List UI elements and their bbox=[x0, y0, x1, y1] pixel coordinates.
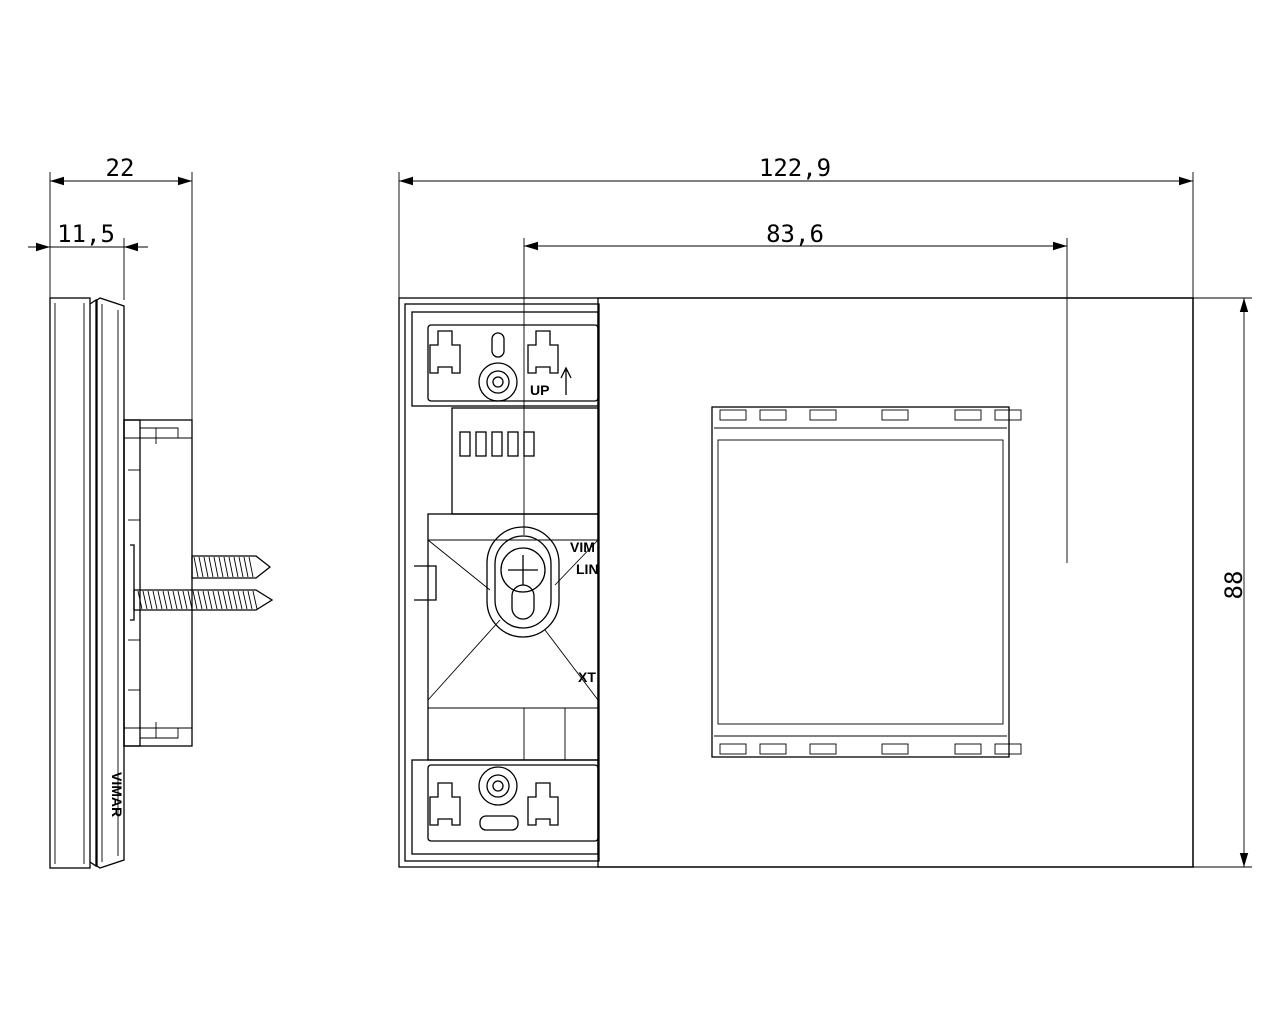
screw-head-icon bbox=[508, 555, 538, 585]
box-profile bbox=[123, 419, 193, 747]
aperture-bottom-teeth bbox=[714, 735, 1022, 755]
dimension-plate-label: 11,5 bbox=[57, 220, 115, 248]
screws bbox=[133, 555, 274, 611]
aperture-top-teeth bbox=[714, 409, 1022, 429]
dimension-depth: 22 bbox=[49, 154, 193, 420]
brand-label-bottom: LIN bbox=[576, 561, 599, 577]
dimension-total-width-label: 122,9 bbox=[759, 154, 831, 182]
code-label: XT bbox=[578, 669, 596, 685]
dimension-total-width: 122,9 bbox=[398, 154, 1194, 300]
dimension-depth-label: 22 bbox=[106, 154, 135, 182]
dimension-inner-width: 83,6 bbox=[523, 220, 1068, 563]
support-frame: UP bbox=[404, 303, 600, 862]
dimension-plate-thickness: 11,5 bbox=[28, 220, 148, 300]
up-label: UP bbox=[530, 382, 549, 398]
front-plate bbox=[597, 297, 1194, 868]
side-view: 22 11,5 VIMAR bbox=[28, 154, 274, 869]
brand-label-top: VIM bbox=[570, 539, 595, 555]
up-arrow-icon bbox=[560, 366, 572, 395]
cover-plate-outline bbox=[398, 297, 1194, 868]
plate-profile: VIMAR bbox=[49, 297, 125, 869]
dimension-height: 88 bbox=[1193, 297, 1252, 868]
dimension-height-label: 88 bbox=[1220, 571, 1248, 600]
front-view: 122,9 83,6 88 bbox=[398, 154, 1252, 868]
dimension-inner-width-label: 83,6 bbox=[766, 220, 824, 248]
side-brand-label: VIMAR bbox=[109, 772, 125, 817]
